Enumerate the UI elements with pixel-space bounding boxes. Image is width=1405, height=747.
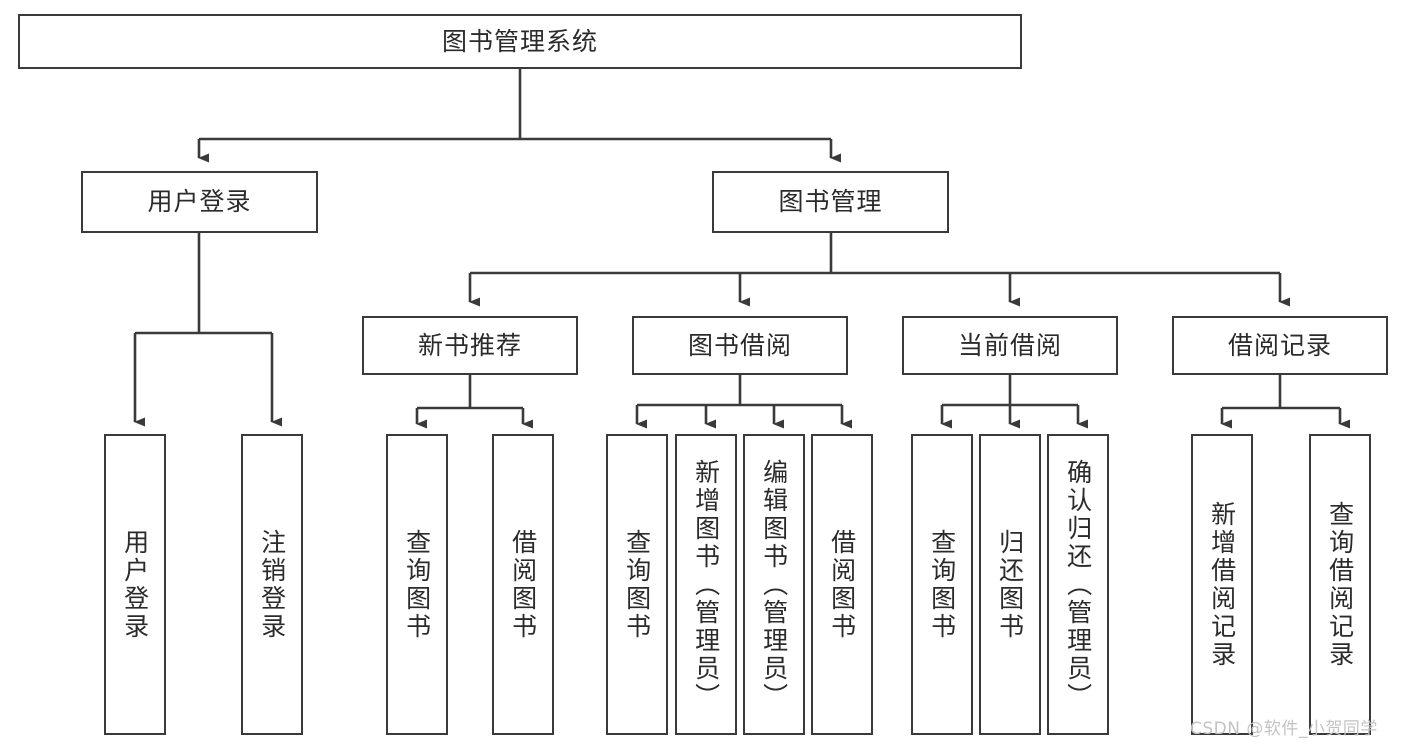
leaf-user-login[interactable]: 用户登录	[104, 434, 166, 735]
leaf-add-record-label: 新增借阅记录	[1207, 500, 1237, 669]
leaf-add-book[interactable]: 新增图书（管理员）	[675, 434, 737, 735]
csdn-watermark: CSDN @软件_小贺同学	[1190, 719, 1378, 739]
leaf-query-book-1[interactable]: 查询图书	[386, 434, 448, 735]
node-user-login-label: 用户登录	[147, 187, 252, 216]
leaf-query-book-1-label: 查询图书	[402, 528, 432, 641]
node-root[interactable]: 图书管理系统	[18, 14, 1022, 69]
node-user-login[interactable]: 用户登录	[81, 171, 318, 233]
leaf-borrow-book-1[interactable]: 借阅图书	[492, 434, 554, 735]
node-current-borrow-label: 当前借阅	[957, 330, 1062, 360]
leaf-return-book-label: 归还图书	[995, 528, 1025, 641]
leaf-query-record[interactable]: 查询借阅记录	[1309, 434, 1371, 735]
node-book-manage[interactable]: 图书管理	[712, 171, 949, 233]
leaf-add-book-label: 新增图书（管理员）	[691, 458, 721, 711]
leaf-borrow-book-2-label: 借阅图书	[827, 528, 857, 641]
leaf-add-record[interactable]: 新增借阅记录	[1191, 434, 1253, 735]
node-borrow-record[interactable]: 借阅记录	[1172, 316, 1388, 375]
node-book-manage-label: 图书管理	[778, 187, 883, 216]
node-borrow-record-label: 借阅记录	[1227, 330, 1332, 360]
leaf-borrow-book-2[interactable]: 借阅图书	[811, 434, 873, 735]
leaf-query-book-2-label: 查询图书	[622, 528, 652, 641]
leaf-confirm-return[interactable]: 确认归还（管理员）	[1047, 434, 1109, 735]
leaf-edit-book-label: 编辑图书（管理员）	[759, 458, 789, 711]
leaf-query-book-3-label: 查询图书	[927, 528, 957, 641]
node-new-book-recommend-label: 新书推荐	[417, 330, 522, 360]
leaf-query-book-2[interactable]: 查询图书	[606, 434, 668, 735]
node-book-borrow[interactable]: 图书借阅	[632, 316, 848, 375]
leaf-user-login-label: 用户登录	[120, 528, 150, 641]
node-book-borrow-label: 图书借阅	[687, 330, 792, 360]
leaf-logout-label: 注销登录	[257, 528, 287, 641]
leaf-query-record-label: 查询借阅记录	[1325, 500, 1355, 669]
node-new-book-recommend[interactable]: 新书推荐	[362, 316, 578, 375]
leaf-edit-book[interactable]: 编辑图书（管理员）	[743, 434, 805, 735]
leaf-return-book[interactable]: 归还图书	[979, 434, 1041, 735]
node-root-label: 图书管理系统	[441, 26, 598, 56]
leaf-borrow-book-1-label: 借阅图书	[508, 528, 538, 641]
leaf-logout[interactable]: 注销登录	[241, 434, 303, 735]
leaf-confirm-return-label: 确认归还（管理员）	[1063, 458, 1093, 711]
leaf-query-book-3[interactable]: 查询图书	[911, 434, 973, 735]
node-current-borrow[interactable]: 当前借阅	[902, 316, 1118, 375]
